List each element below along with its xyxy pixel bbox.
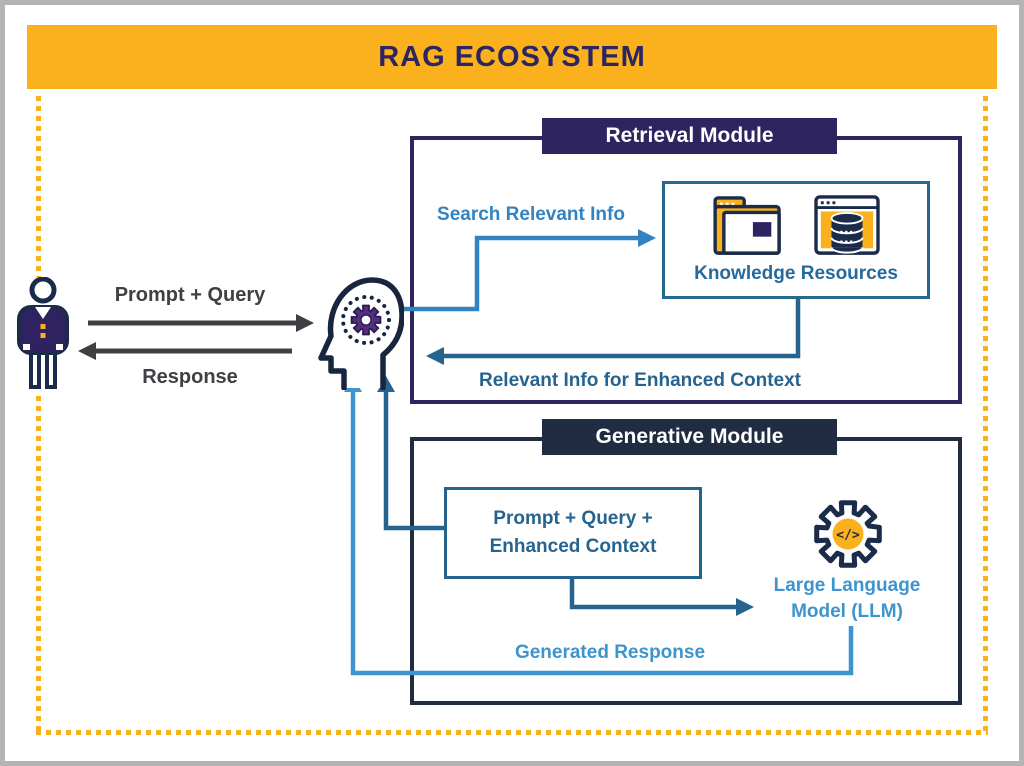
folder-icon [713, 196, 781, 255]
retrieval-module-title: Retrieval Module [605, 124, 774, 147]
title-bar: RAG ECOSYSTEM [27, 25, 997, 89]
knowledge-resources-label: Knowledge Resources [694, 263, 898, 284]
prompt-context-line1: Prompt + Query + [493, 508, 653, 529]
relevant-info-label: Relevant Info for Enhanced Context [479, 370, 801, 391]
generative-module-title: Generative Module [595, 425, 784, 448]
prompt-context-box: Prompt + Query + Enhanced Context [444, 487, 702, 579]
brain-gear-icon [318, 277, 404, 390]
prompt-context-line2: Enhanced Context [489, 536, 657, 557]
prompt-query-arrow [88, 314, 314, 332]
search-relevant-info-label: Search Relevant Info [437, 204, 625, 225]
code-glyph: </> [836, 528, 860, 543]
generative-module-header: Generative Module [542, 419, 837, 455]
person-icon [14, 277, 76, 391]
dotted-border-right [983, 96, 988, 734]
retrieval-module-header: Retrieval Module [542, 118, 837, 154]
llm-label-line1: Large Language [773, 575, 921, 596]
response-label: Response [142, 366, 238, 388]
generated-response-label: Generated Response [514, 642, 706, 663]
prompt-query-label: Prompt + Query [114, 284, 266, 306]
knowledge-resources-icons [712, 195, 880, 257]
dotted-border-left [36, 96, 41, 734]
llm-label-line2: Model (LLM) [791, 601, 903, 622]
code-gear-icon: </> [814, 500, 882, 568]
knowledge-resources-box: Knowledge Resources [662, 181, 930, 299]
dotted-border-bottom [36, 730, 988, 735]
llm-label: Large Language Model (LLM) [760, 573, 934, 625]
response-arrow [78, 342, 292, 360]
page-title: RAG ECOSYSTEM [378, 40, 646, 73]
database-browser-icon [814, 195, 880, 255]
